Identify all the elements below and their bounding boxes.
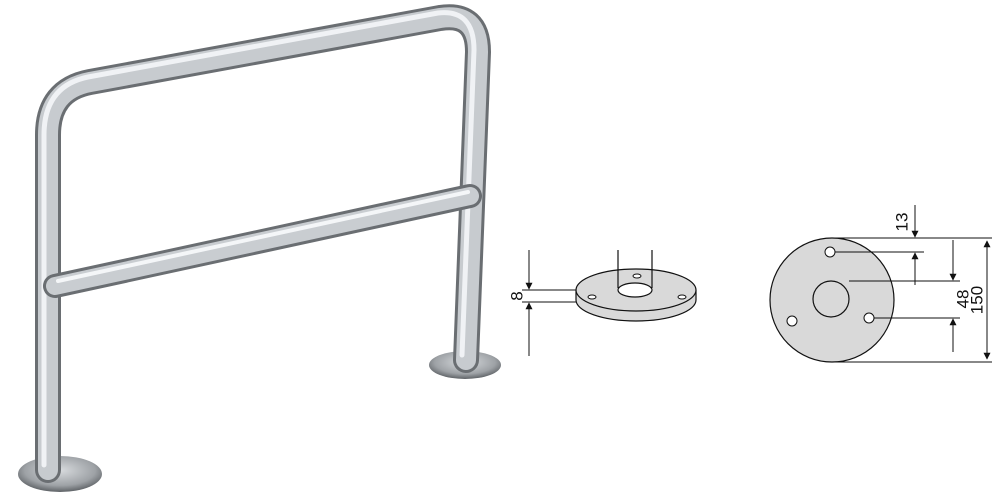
dim-diameter-label: 150 [967,286,986,314]
base-plate-side-view: 8 [507,250,697,356]
side-bolt-hole-back [632,273,642,279]
side-tube-opening [617,282,653,298]
dim-thickness-label: 8 [507,291,526,300]
barrier-frame-shine [41,10,477,468]
top-tube-hole [812,280,850,318]
top-bolt-hole-top [824,246,836,258]
barrier-frame-tube [38,7,488,480]
middle-rail-shine [56,190,470,283]
base-plate-top-view: 13 48 150 [769,205,992,363]
steel-tube-barrier-icon [18,4,501,492]
top-bolt-hole-right [863,312,875,324]
side-bolt-hole-left [587,294,597,300]
dim-hole-spacing-label: 48 [953,290,972,309]
top-bolt-hole-left [786,315,798,327]
middle-rail-tube [46,187,479,295]
dim-hole-offset-label: 13 [892,213,911,232]
side-bolt-hole-right [677,294,687,300]
